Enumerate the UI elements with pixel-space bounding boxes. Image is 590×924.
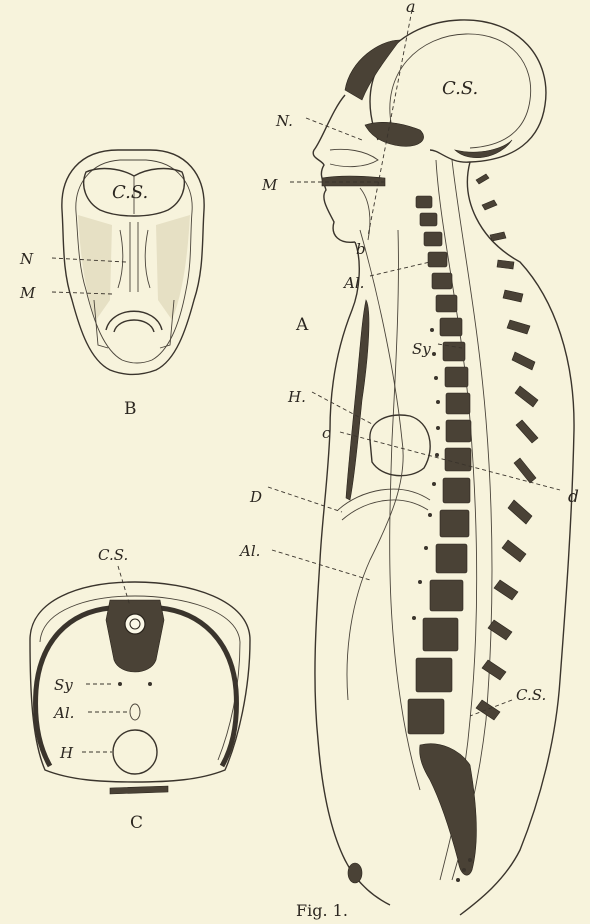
vertebra <box>423 618 458 651</box>
leader-n <box>306 118 362 140</box>
panel-b-head-section: C.S. N M B <box>19 150 204 419</box>
heart-c <box>113 730 157 774</box>
label-h: H. <box>287 388 306 406</box>
vertebra <box>440 510 469 537</box>
sympathetic-chain <box>412 328 440 620</box>
label-n-b: N <box>19 250 34 268</box>
label-sy-c: Sy <box>54 676 73 694</box>
label-cs-c: C.S. <box>98 546 128 564</box>
vertebra-c <box>106 600 164 672</box>
anus <box>348 863 362 883</box>
vertebra <box>445 367 468 387</box>
nasal-cavity <box>330 149 378 166</box>
label-b: b <box>356 240 366 258</box>
vertebra <box>440 318 462 336</box>
vertebra <box>420 213 437 226</box>
label-al-upper: Al. <box>342 274 364 292</box>
leader-d <box>268 487 342 512</box>
panel-letter-b: B <box>124 399 137 419</box>
spinous-process <box>503 290 523 302</box>
spinous-process <box>516 420 538 443</box>
label-a: a <box>406 0 416 16</box>
label-m: M <box>261 176 278 194</box>
vertebra <box>416 196 432 208</box>
vertebra <box>432 273 452 289</box>
spinous-process <box>508 500 532 524</box>
sympathetic-dot-c <box>118 682 122 686</box>
vertebra <box>430 580 463 611</box>
vertebra <box>436 544 467 573</box>
label-m-b: M <box>19 284 36 302</box>
shade-left-b <box>78 215 112 320</box>
cranial-base-bone <box>365 122 424 146</box>
spinal-cord-c <box>125 614 145 634</box>
vertebra <box>416 658 452 692</box>
spinous-process <box>502 540 526 562</box>
spinous-process <box>482 660 506 680</box>
label-dia: D <box>249 488 262 506</box>
rib-left-c <box>36 608 110 766</box>
spinous-process <box>490 232 506 241</box>
front-outline <box>315 242 390 905</box>
label-cs-spine: C.S. <box>516 686 546 704</box>
vertebra <box>445 448 471 471</box>
jaw-bone <box>322 176 385 186</box>
panel-c-trunk-section: C.S. Sy Al. H C <box>30 546 250 833</box>
label-cs-brain: C.S. <box>442 78 478 99</box>
label-h-c: H <box>59 744 74 762</box>
vertebra <box>424 232 442 246</box>
vertebral-column <box>408 196 471 734</box>
alimentary-c <box>130 704 140 720</box>
spinous-process <box>512 352 535 370</box>
label-c: c <box>322 424 331 442</box>
leader-al-upper <box>370 262 430 276</box>
leader-h <box>312 392 372 424</box>
diaphragm <box>338 489 430 510</box>
shade-right-b <box>156 215 190 320</box>
spinous-process <box>494 580 518 600</box>
sternum <box>346 300 369 500</box>
figure-caption: Fig. 1. <box>296 901 348 920</box>
panel-letter-a: A <box>295 315 309 335</box>
vertebra <box>428 252 447 267</box>
vertebra <box>436 295 457 312</box>
back-outline <box>460 162 574 915</box>
label-d: d <box>568 487 579 507</box>
label-al-lower: Al. <box>238 542 260 560</box>
sacrum <box>420 744 477 876</box>
spinous-process <box>476 174 489 184</box>
rib-right-c <box>160 608 236 766</box>
label-al-c: Al. <box>52 704 74 722</box>
sympathetic-dot-c <box>148 682 152 686</box>
spinous-process <box>482 200 497 210</box>
vertebra <box>408 699 444 734</box>
spinous-processes <box>476 174 538 720</box>
vertebra <box>443 478 470 503</box>
label-cs-b: C.S. <box>112 182 148 203</box>
label-n: N. <box>275 112 293 130</box>
vertebra <box>446 393 470 414</box>
diaphragm-inner <box>342 500 428 520</box>
mouth-b <box>106 311 162 332</box>
nasal-septum-b <box>118 222 150 292</box>
sternum-c <box>110 786 168 794</box>
spinous-process <box>507 320 530 334</box>
spinous-process <box>497 260 514 269</box>
face-profile <box>313 95 355 242</box>
spinous-process <box>476 700 500 720</box>
spinous-process <box>488 620 512 640</box>
spinous-process <box>514 458 536 483</box>
panel-letter-c: C <box>130 813 143 833</box>
panel-a-sagittal-section: a C.S. N. M b Al. A Sy H. c d D Al. C.S. <box>238 0 579 915</box>
vertebra <box>443 342 465 361</box>
skull-bone-posterior <box>455 140 512 158</box>
vertebra <box>446 420 471 442</box>
label-sy: Sy <box>412 340 431 358</box>
spinous-process <box>515 386 538 407</box>
